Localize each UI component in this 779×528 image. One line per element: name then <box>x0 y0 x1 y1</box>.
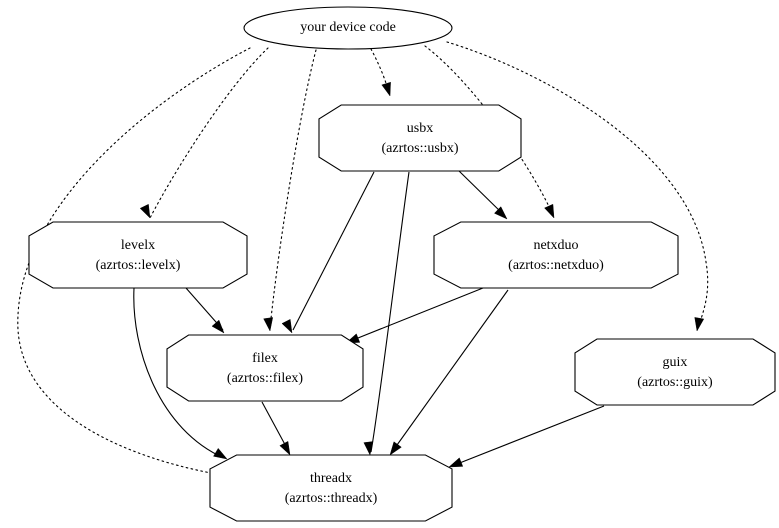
node-shape-octagon-levelx <box>28 221 248 289</box>
edge-device-to-levelx <box>149 47 269 219</box>
arrowhead-device-levelx <box>139 203 151 219</box>
node-shape-octagon-filex <box>166 334 364 402</box>
arrowhead-levelx-threadx <box>213 448 228 460</box>
node-label-device-name: your device code <box>300 20 396 35</box>
arrowhead-usbx-netxduo <box>494 206 508 220</box>
node-label-usbx-package: (azrtos::usbx) <box>382 141 459 156</box>
node-device[interactable]: your device code <box>243 6 453 50</box>
edge-levelx-to-threadx <box>133 287 225 459</box>
node-shape-octagon-threadx <box>209 454 453 522</box>
node-label-filex-package: (azrtos::filex) <box>227 371 304 386</box>
node-guix[interactable]: guix(azrtos::guix) <box>574 338 776 406</box>
node-label-guix-package: (azrtos::guix) <box>637 375 713 390</box>
arrowhead-levelx-filex <box>211 319 225 334</box>
node-label-levelx-name: levelx <box>121 238 155 253</box>
node-levelx[interactable]: levelx(azrtos::levelx) <box>28 221 248 289</box>
edge-device-to-threadx <box>17 47 251 477</box>
arrowhead-usbx-filex <box>281 319 293 334</box>
arrowhead-usbx-threadx <box>363 441 374 456</box>
node-label-netxduo-package: (azrtos::netxduo) <box>508 258 604 273</box>
edge-device-to-filex <box>269 49 317 329</box>
edge-usbx-to-threadx <box>370 171 410 453</box>
edge-netxduo-to-filex <box>347 287 484 343</box>
arrowhead-device-filex <box>263 317 273 332</box>
edge-netxduo-to-threadx <box>391 289 509 453</box>
arrowhead-filex-threadx <box>279 441 291 456</box>
node-label-netxduo-name: netxduo <box>533 238 578 253</box>
arrowhead-guix-threadx <box>448 457 464 468</box>
edge-usbx-to-netxduo <box>457 169 506 217</box>
node-filex[interactable]: filex(azrtos::filex) <box>166 334 364 402</box>
node-label-usbx-name: usbx <box>407 121 433 136</box>
node-usbx[interactable]: usbx(azrtos::usbx) <box>318 104 522 172</box>
node-netxduo[interactable]: netxduo(azrtos::netxduo) <box>433 221 679 289</box>
node-shape-ellipse-device <box>243 6 453 50</box>
edge-guix-to-threadx <box>451 405 605 467</box>
node-label-threadx-package: (azrtos::threadx) <box>285 491 378 506</box>
node-label-guix-name: guix <box>663 355 688 370</box>
node-label-filex-name: filex <box>252 351 278 366</box>
node-threadx[interactable]: threadx(azrtos::threadx) <box>209 454 453 522</box>
nodes-layer: your device codeusbx(azrtos::usbx)levelx… <box>28 6 776 522</box>
arrowhead-netxduo-threadx <box>389 441 402 456</box>
node-shape-octagon-guix <box>574 338 776 406</box>
arrowhead-device-guix <box>694 317 705 332</box>
node-shape-octagon-netxduo <box>433 221 679 289</box>
arrowhead-device-netxduo <box>544 203 555 219</box>
node-label-levelx-package: (azrtos::levelx) <box>96 258 181 273</box>
node-label-threadx-name: threadx <box>310 471 352 486</box>
edge-usbx-to-filex <box>292 171 375 331</box>
node-shape-octagon-usbx <box>318 104 522 172</box>
arrowhead-device-usbx <box>381 81 391 97</box>
